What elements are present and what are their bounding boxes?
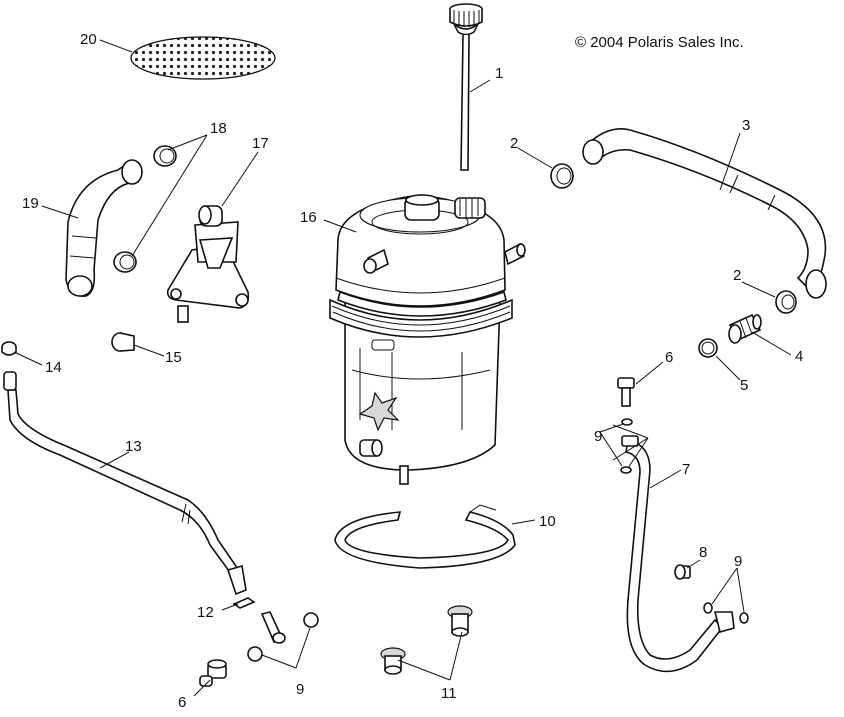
copyright-notice: © 2004 Polaris Sales Inc. [575, 34, 744, 51]
part-11-grommet-right [447, 605, 473, 637]
callout-7: 7 [682, 461, 690, 478]
callout-3: 3 [742, 117, 750, 134]
callout-9-right: 9 [734, 553, 742, 570]
callout-labels: 1 2 2 3 4 5 6 6 7 8 9 9 9 10 11 12 13 14… [22, 31, 803, 711]
callout-15: 15 [165, 349, 182, 366]
part-15-bolt [111, 332, 135, 352]
part-13-fuel-line [3, 371, 247, 596]
part-12-clip [232, 597, 256, 609]
part-18-ring-lower [113, 251, 137, 273]
part-9-washer-set-upper [620, 418, 633, 474]
callout-2-upper: 2 [510, 135, 518, 152]
part-3-vent-hose [582, 128, 827, 299]
callout-11: 11 [441, 685, 457, 702]
callout-19: 19 [22, 195, 39, 212]
part-8-fitting [674, 564, 691, 580]
part-7-fuel-line [621, 435, 735, 673]
part-6-bolt-upper [617, 377, 635, 407]
callout-14: 14 [45, 359, 62, 376]
callout-18: 18 [210, 120, 227, 137]
part-9-washer-set-right [703, 602, 749, 624]
part-2-clamp-ring-lower [775, 290, 797, 314]
callout-2-lower: 2 [733, 267, 741, 284]
part-screw-lower [260, 611, 286, 644]
part-6-bolt-lower [199, 659, 227, 687]
part-19-hose [65, 159, 143, 297]
callout-4: 4 [795, 348, 803, 365]
part-4-fitting [728, 313, 762, 344]
part-11-grommet-left [380, 647, 406, 675]
callout-9-upper: 9 [594, 428, 602, 445]
part-18-ring-upper [153, 145, 177, 167]
callout-12: 12 [197, 604, 214, 621]
callout-9-lower: 9 [296, 681, 304, 698]
part-14-cap [1, 341, 17, 356]
part-10-strap [334, 504, 516, 569]
callout-1: 1 [495, 65, 503, 82]
callout-5: 5 [740, 377, 748, 394]
part-20-screen [130, 36, 276, 80]
callout-20: 20 [80, 31, 97, 48]
callout-6-upper: 6 [665, 349, 673, 366]
part-5-o-ring [698, 338, 718, 358]
callout-17: 17 [252, 135, 269, 152]
callout-10: 10 [539, 513, 556, 530]
callout-16: 16 [300, 209, 317, 226]
leader-lines [13, 39, 792, 697]
part-1-cap-dipstick [449, 3, 483, 171]
part-9-washer-set-lower [247, 612, 319, 662]
callout-8: 8 [699, 544, 707, 561]
part-16-fuel-tank [329, 194, 526, 485]
callout-13: 13 [125, 438, 142, 455]
callout-6-lower: 6 [178, 694, 186, 711]
part-2-clamp-ring-upper [550, 163, 574, 189]
part-17-valve-bracket [166, 205, 250, 323]
